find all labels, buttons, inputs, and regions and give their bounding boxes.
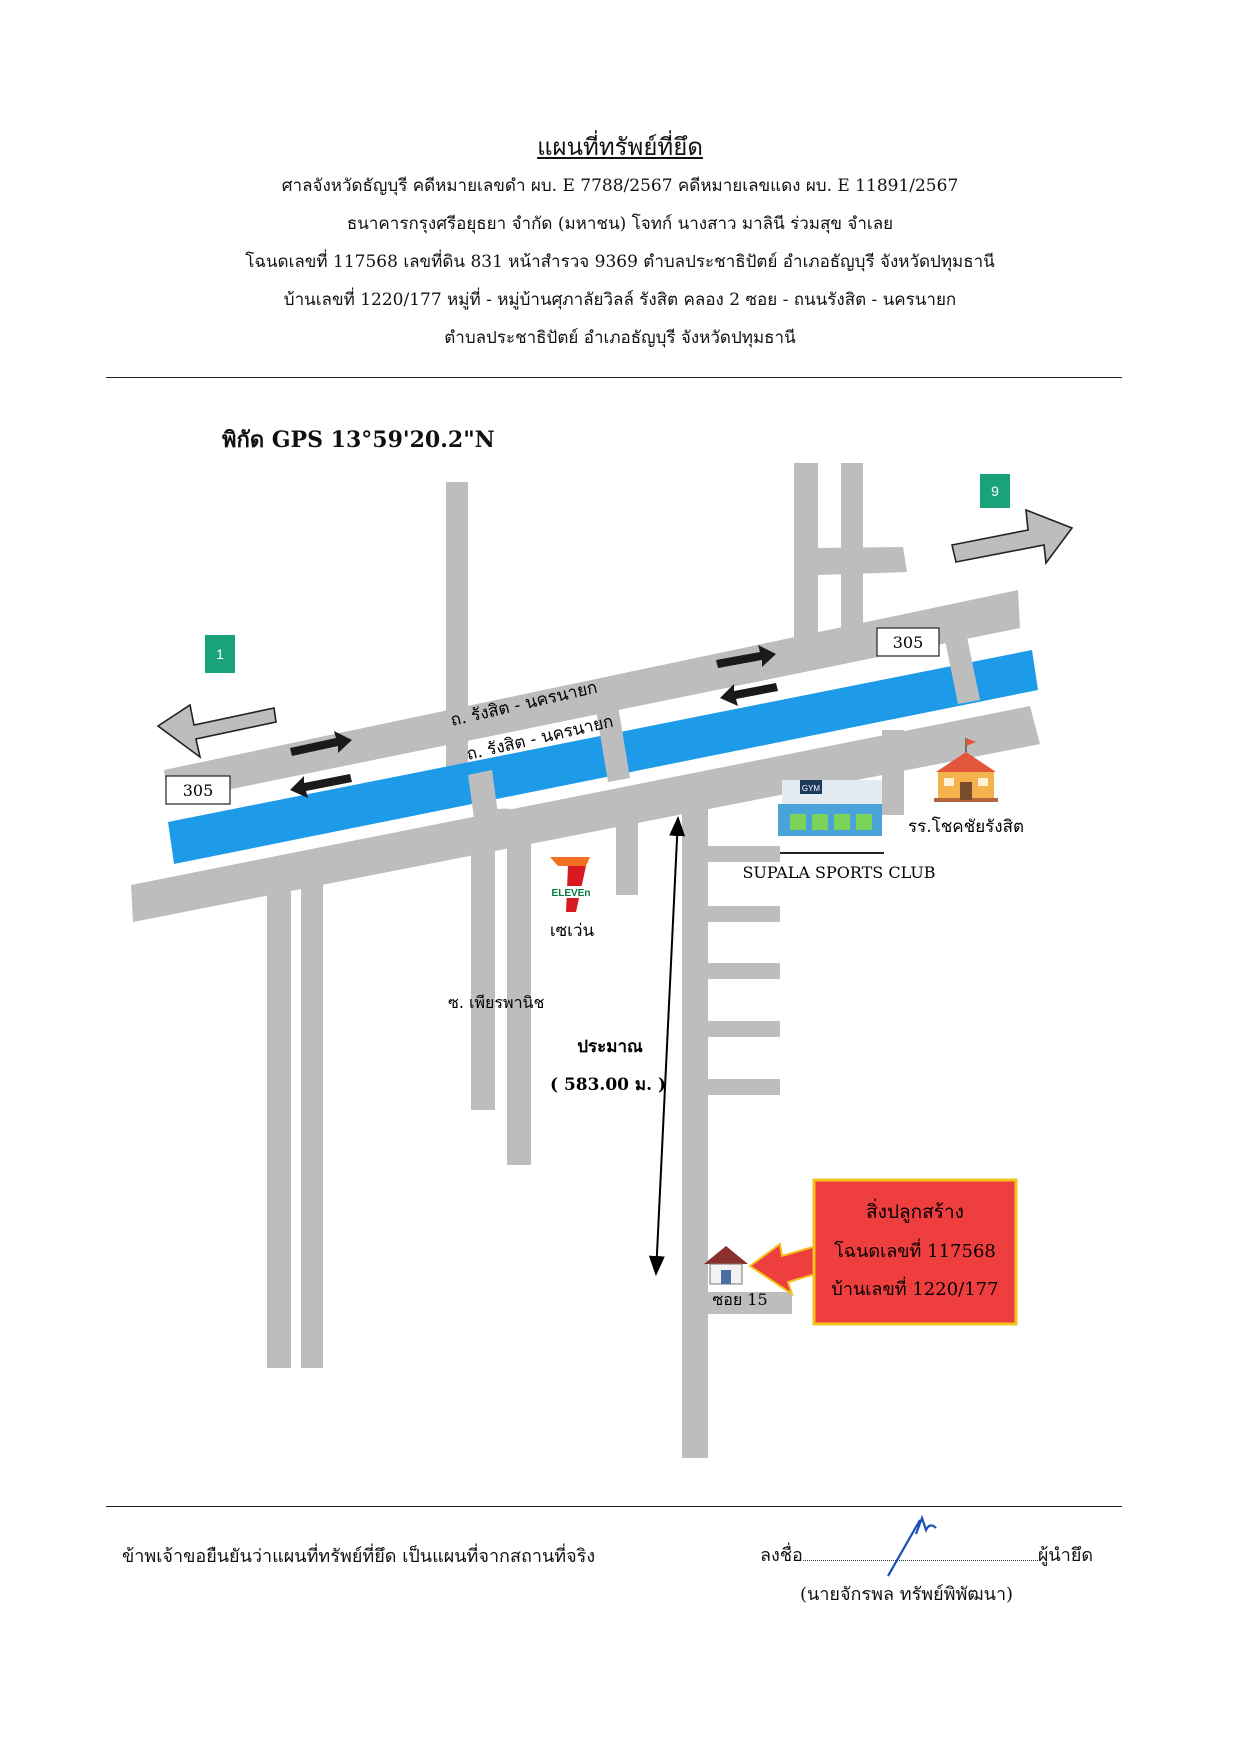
route-305-right-box [876,627,940,657]
side-roads [267,463,907,1458]
signature-line: ลงชื่อ ผู้นำยึด [760,1540,1093,1569]
handwritten-signature [887,1514,937,1577]
road-phian-phanich-right [507,840,531,1165]
soi-15-label: ซอย 15 [712,1290,767,1309]
seven-eleven-label: เซเว่น [550,921,595,941]
direction-arrow-west [156,703,277,759]
document-title: แผนที่ทรัพย์ที่ยึด [537,133,703,161]
house-icon [704,1246,748,1285]
route-305-right: 305 [893,633,924,652]
road-south-far-left-b [301,875,323,1368]
soi-branch-1 [708,846,780,862]
seven-eleven-logo-text: ELEVEn [552,888,591,899]
sign-prefix: ลงชื่อ [760,1545,803,1566]
target-line-1: สิ่งปลูกสร้าง [866,1198,964,1223]
soi-15-branch [708,1292,792,1314]
route-305-left: 305 [183,781,214,800]
address-line: บ้านเลขที่ 1220/177 หมู่ที่ - หมู่บ้านศุ… [283,290,957,310]
header-divider [106,377,1122,378]
sign-9-text: 9 [991,483,999,499]
soi-branch-3 [708,963,780,979]
target-pointer-arrow [748,1242,824,1297]
target-line-3: บ้านเลขที่ 1220/177 [831,1276,998,1300]
traffic-arrows [290,645,778,798]
soi-branch-5 [708,1079,780,1095]
highway-upper-lanes [164,590,1020,802]
canal-bridge-mid [596,706,630,782]
direction-arrow-east [951,508,1074,566]
road-north-link [818,547,907,575]
gym-label: SUPALA SPORTS CLUB [742,863,935,882]
distance-value: ( 583.00 ม. ) [550,1075,666,1095]
sign-1-text: 1 [216,646,224,662]
school-icon [934,738,998,802]
canal-bridge-right [944,632,980,704]
road-711-stub [616,815,638,895]
gym-sign-text: GYM [802,784,821,793]
target-box [812,1178,1018,1326]
case-line: ศาลจังหวัดธัญบุรี คดีหมายเลขดำ ผบ. E 778… [281,176,959,196]
seven-eleven-icon: ELEVEn [546,857,596,912]
road-north-right-a [794,463,818,640]
confirmation-statement: ข้าพเจ้าขอยืนยันว่าแผนที่ทรัพย์ที่ยึด เป… [122,1546,596,1567]
road-phian-phanich-left [471,840,495,1110]
gps-coordinate: พิกัด GPS 13°59'20.2"N [222,427,495,453]
distance-label: ประมาณ [577,1037,643,1057]
footer-divider [106,1506,1122,1507]
canal [168,650,1038,864]
signer-name: (นายจักรพล ทรัพย์พิพัฒนา) [800,1584,1014,1605]
deed-line: โฉนดเลขที่ 117568 เลขที่ดิน 831 หน้าสำรว… [245,252,995,272]
highway-lower-lanes [131,706,1040,922]
road-soi-main [682,808,708,1458]
route-305-left-box [165,775,231,805]
parties-line: ธนาคารกรุงศรีอยุธยา จำกัด (มหาชน) โจทก์ … [346,214,894,234]
road-south-far-left-a [267,875,291,1368]
sign-suffix: ผู้นำยึด [1037,1545,1094,1566]
sign-9 [980,474,1010,508]
school-label: รร.โชคชัยรังสิต [908,816,1024,837]
target-line-2: โฉนดเลขที่ 117568 [834,1238,996,1262]
distance-arrow [648,816,686,1276]
signature-dotted-line [802,1544,1038,1561]
district-line: ตำบลประชาธิปัตย์ อำเภอธัญบุรี จังหวัดปทุ… [444,328,796,348]
gym-icon: GYM [778,780,884,854]
sign-1 [205,635,235,673]
soi-phian-phanich-label: ซ. เพียรพานิช [448,993,544,1012]
soi-branch-2 [708,906,780,922]
u-turn [448,808,544,846]
soi-branch-4 [708,1021,780,1037]
